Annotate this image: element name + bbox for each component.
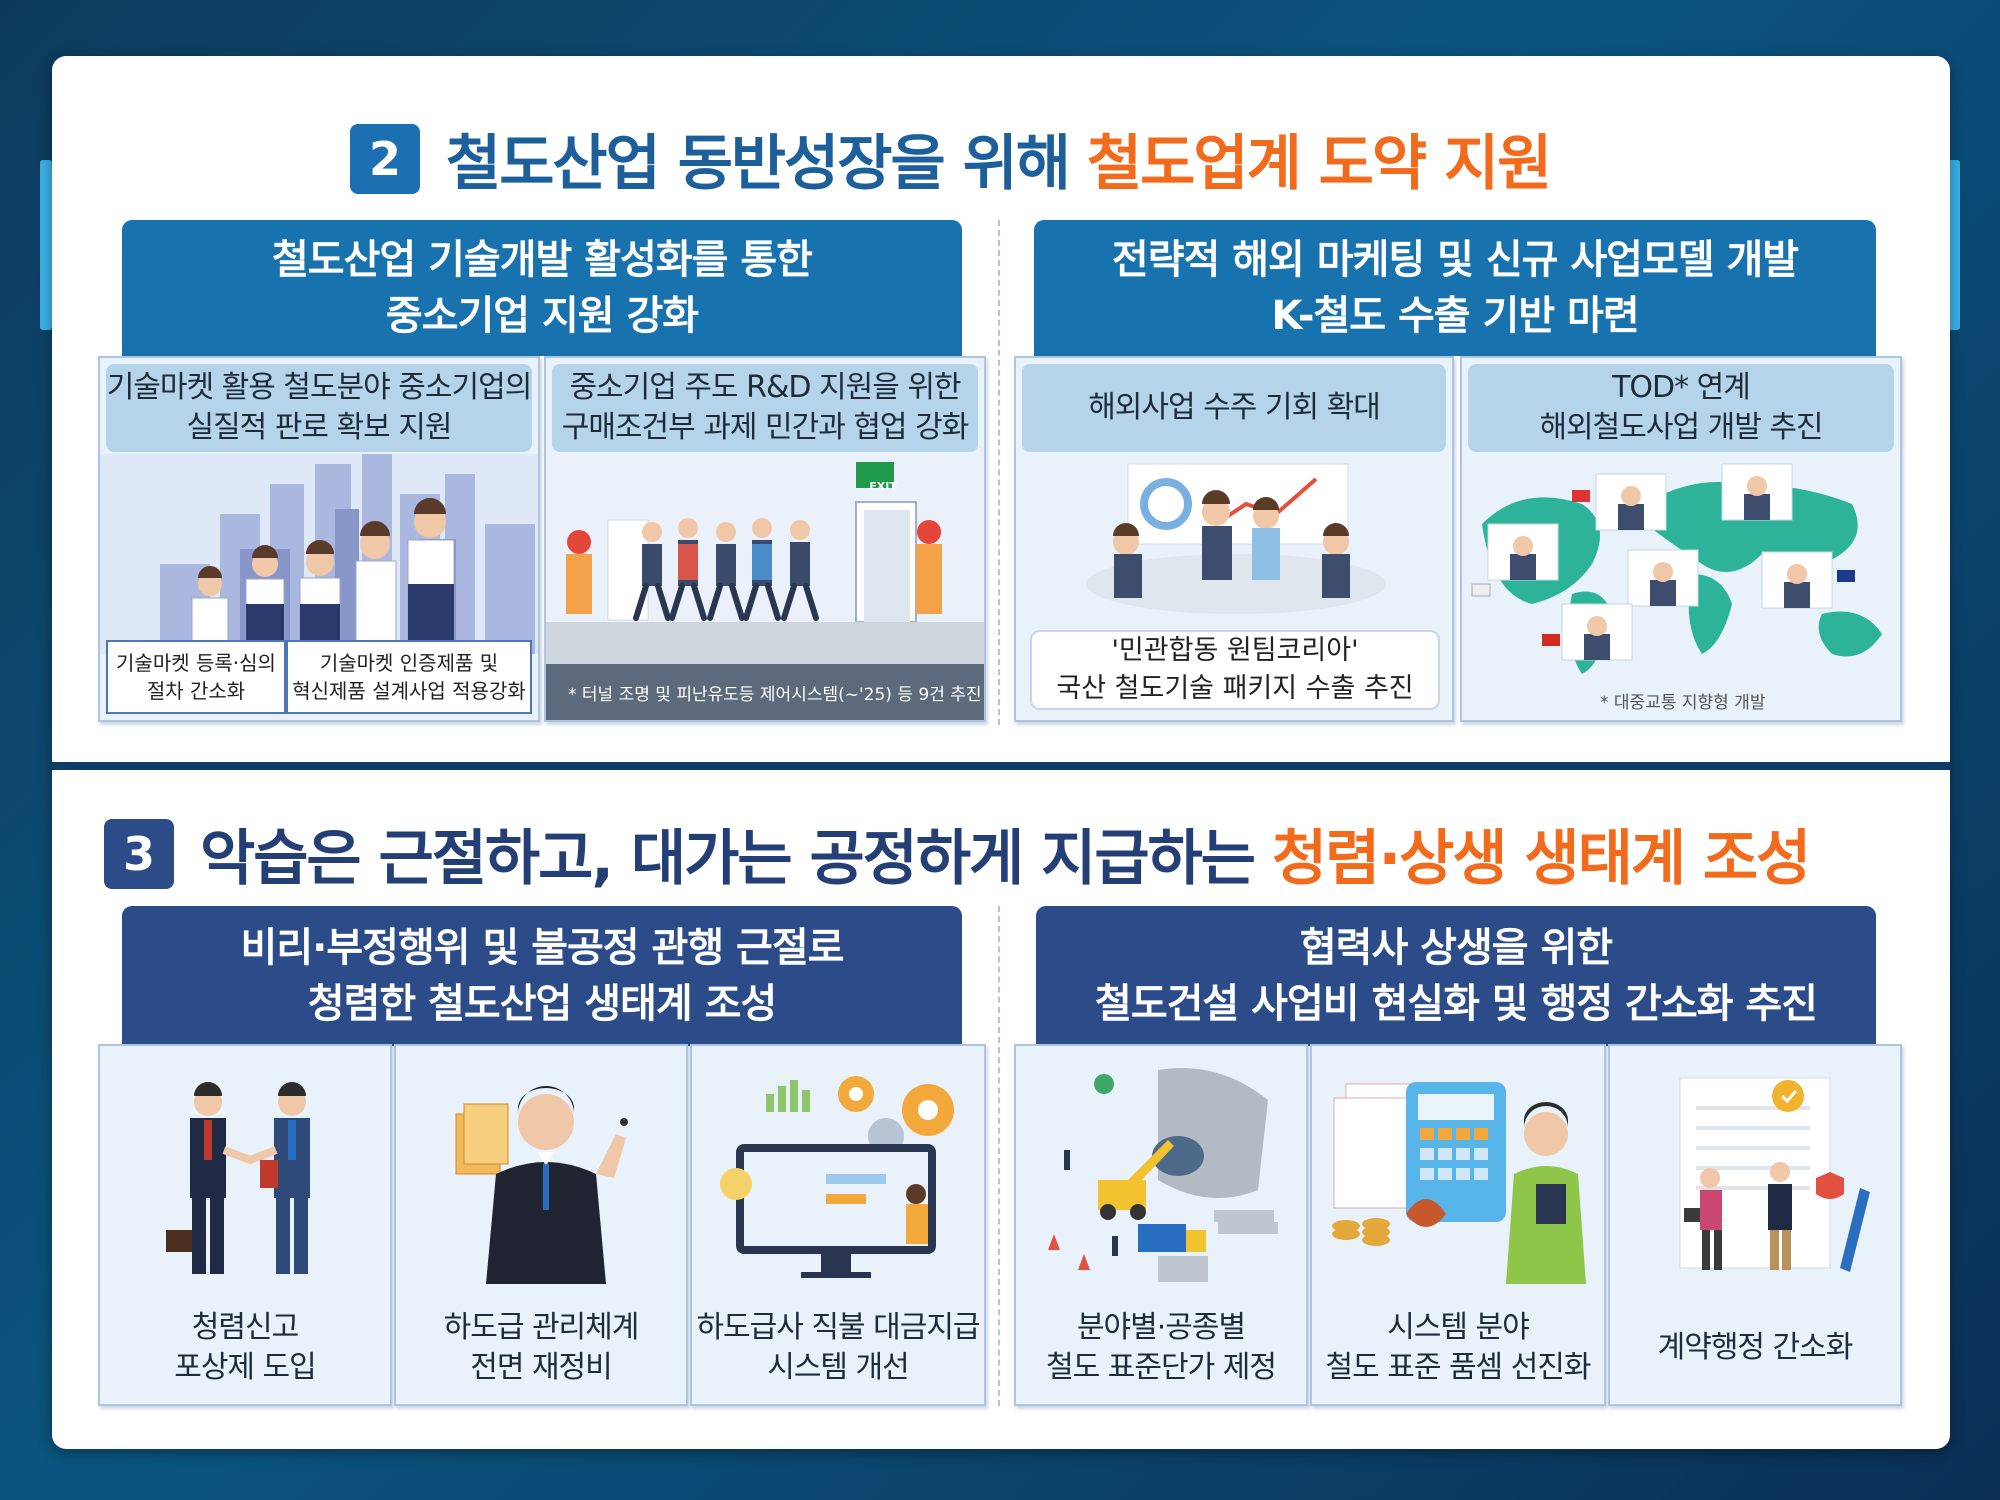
section2-title-highlight: 철도업계 도약 지원 bbox=[1086, 129, 1552, 199]
sub-left-line1: 기술마켓 등록·심의 bbox=[116, 651, 276, 675]
section2-card-tech-market: 기술마켓 활용 철도분야 중소기업의 실질적 판로 확보 지원 기술마켓 등록·… bbox=[98, 356, 540, 722]
contract-document-icon bbox=[1679, 1077, 1870, 1272]
businessman-idea-icon bbox=[455, 1086, 628, 1284]
section3-card-direct-payment: 하도급사 직불 대금지급 시스템 개선 bbox=[690, 1044, 986, 1406]
caption-line2: 구매조건부 과제 민간과 협업 강화 bbox=[561, 410, 970, 445]
right-edge-decoration bbox=[1948, 160, 1960, 330]
section2-right-header-line2: K-철도 수출 기반 마련 bbox=[1271, 293, 1639, 339]
section2-card-tod: TOD* 연계 해외철도사업 개발 추진 * 대중교통 지향형 개발 bbox=[1460, 356, 1902, 722]
sub-box-certified-products: 기술마켓 인증제품 및 혁신제품 설계사업 적용강화 bbox=[286, 640, 532, 714]
caption-line1: TOD* 연계 bbox=[1612, 370, 1751, 405]
section2-title: 2 철도산업 동반성장을 위해 철도업계 도약 지원 bbox=[350, 115, 1552, 202]
label-line1: 청렴신고 bbox=[191, 1310, 299, 1345]
section2-left-header-line2: 중소기업 지원 강화 bbox=[385, 293, 699, 339]
section3-card-standard-estimate: 시스템 분야 철도 표준 품셈 선진화 bbox=[1310, 1044, 1606, 1406]
section3-title: 3 악습은 근절하고, 대가는 공정하게 지급하는 청렴·상생 생태계 조성 bbox=[104, 810, 1811, 897]
rnd-note: * 터널 조명 및 피난유도등 제어시스템(~'25) 등 9건 추진 bbox=[568, 685, 982, 705]
card-label: 시스템 분야 철도 표준 품셈 선진화 bbox=[1312, 1308, 1604, 1388]
handshake-icon bbox=[166, 1082, 310, 1274]
section3-right-header-line1: 협력사 상생을 위한 bbox=[1299, 925, 1613, 971]
section2-left-header: 철도산업 기술개발 활성화를 통한 중소기업 지원 강화 bbox=[122, 220, 962, 356]
sub-right-line1: 기술마켓 인증제품 및 bbox=[319, 651, 499, 675]
caption-line1: 중소기업 주도 R&D 지원을 위한 bbox=[569, 370, 961, 405]
section3-card-integrity-report: 청렴신고 포상제 도입 bbox=[98, 1044, 392, 1406]
card-caption: 중소기업 주도 R&D 지원을 위한 구매조건부 과제 민간과 협업 강화 bbox=[552, 364, 978, 452]
section2-card-overseas-orders: 해외사업 수주 기회 확대 '민관합동 원팀코리아' 국산 철도기술 패키지 수… bbox=[1014, 356, 1454, 722]
section2-left-header-line1: 철도산업 기술개발 활성화를 통한 bbox=[272, 237, 813, 283]
section3-title-main: 악습은 근절하고, 대가는 공정하게 지급하는 bbox=[200, 824, 1256, 894]
card-caption: TOD* 연계 해외철도사업 개발 추진 bbox=[1468, 364, 1894, 452]
label-line1: 계약행정 간소화 bbox=[1657, 1330, 1854, 1365]
label-line2: 시스템 개선 bbox=[767, 1350, 910, 1385]
section2-number-badge: 2 bbox=[350, 123, 420, 194]
sub-right-line2: 혁신제품 설계사업 적용강화 bbox=[292, 679, 526, 703]
evacuation-exit-icon bbox=[546, 454, 984, 664]
section2-card-rnd: 중소기업 주도 R&D 지원을 위한 구매조건부 과제 민간과 협업 강화 EX… bbox=[544, 356, 986, 722]
card-label: 하도급사 직불 대금지급 시스템 개선 bbox=[692, 1308, 984, 1388]
section3-right-header-line2: 철도건설 사업비 현실화 및 행정 간소화 추진 bbox=[1095, 981, 1818, 1027]
section3-left-header-line1: 비리·부정행위 및 불공정 관행 근절로 bbox=[240, 925, 845, 971]
label-line2: 포상제 도입 bbox=[174, 1350, 317, 1385]
city-business-people-icon bbox=[100, 454, 538, 654]
section2-right-header-line1: 전략적 해외 마케팅 및 신규 사업모델 개발 bbox=[1111, 237, 1799, 283]
exit-sign-label: EXIT bbox=[869, 480, 897, 493]
caption-line1: 기술마켓 활용 철도분야 중소기업의 bbox=[106, 370, 533, 405]
label-line2: 전면 재정비 bbox=[470, 1350, 613, 1385]
caption-line1: 해외사업 수주 기회 확대 bbox=[1088, 390, 1381, 425]
card-caption: 기술마켓 활용 철도분야 중소기업의 실질적 판로 확보 지원 bbox=[106, 364, 532, 452]
sub-left-line2: 절차 간소화 bbox=[146, 679, 246, 703]
card-label: 계약행정 간소화 bbox=[1610, 1328, 1900, 1368]
section3-left-header: 비리·부정행위 및 불공정 관행 근절로 청렴한 철도산업 생태계 조성 bbox=[122, 906, 962, 1046]
section3-card-contract-simplification: 계약행정 간소화 bbox=[1608, 1044, 1902, 1406]
label-line1: 하도급 관리체계 bbox=[443, 1310, 640, 1345]
card-label: 분야별·공종별 철도 표준단가 제정 bbox=[1016, 1308, 1306, 1388]
label-line2: 철도 표준단가 제정 bbox=[1046, 1350, 1277, 1385]
computer-gears-icon bbox=[720, 1076, 954, 1278]
caption-line2: 해외철도사업 개발 추진 bbox=[1539, 410, 1823, 445]
caption-line2: 실질적 판로 확보 지원 bbox=[186, 410, 452, 445]
section3-title-highlight: 청렴·상생 생태계 조성 bbox=[1271, 824, 1811, 894]
section3-number-badge: 3 bbox=[104, 818, 174, 889]
section3-left-header-line2: 청렴한 철도산업 생태계 조성 bbox=[307, 981, 777, 1027]
business-meeting-icon bbox=[1016, 454, 1452, 634]
calculator-money-icon bbox=[1332, 1082, 1586, 1284]
sub-box-registration: 기술마켓 등록·심의 절차 간소화 bbox=[106, 640, 286, 714]
section3-card-subcontract-system: 하도급 관리체계 전면 재정비 bbox=[394, 1044, 688, 1406]
section-divider bbox=[52, 762, 1950, 770]
card-label: 하도급 관리체계 전면 재정비 bbox=[396, 1308, 686, 1388]
label-line1: 시스템 분야 bbox=[1387, 1310, 1530, 1345]
section3-right-header: 협력사 상생을 위한 철도건설 사업비 현실화 및 행정 간소화 추진 bbox=[1036, 906, 1876, 1046]
left-edge-decoration bbox=[40, 160, 52, 330]
label-line1: 하도급사 직불 대금지급 bbox=[696, 1310, 980, 1345]
card-label: 청렴신고 포상제 도입 bbox=[100, 1308, 390, 1388]
label-line2: 철도 표준 품셈 선진화 bbox=[1325, 1350, 1591, 1385]
tod-note: * 대중교통 지향형 개발 bbox=[1600, 693, 1766, 713]
section2-title-main: 철도산업 동반성장을 위해 bbox=[446, 129, 1071, 199]
card-caption: 해외사업 수주 기회 확대 bbox=[1022, 364, 1446, 452]
section2-right-header: 전략적 해외 마케팅 및 신규 사업모델 개발 K-철도 수출 기반 마련 bbox=[1034, 220, 1876, 356]
section2-center-divider bbox=[998, 220, 1000, 725]
rnd-note-bar bbox=[546, 664, 984, 720]
world-map-icon bbox=[1462, 454, 1900, 684]
construction-site-icon bbox=[1048, 1068, 1278, 1282]
section3-card-standard-unit-price: 분야별·공종별 철도 표준단가 제정 bbox=[1014, 1044, 1308, 1406]
box-line1: '민관합동 원팀코리아' bbox=[1111, 635, 1359, 666]
section3-center-divider bbox=[998, 906, 1000, 1406]
one-team-korea-box: '민관합동 원팀코리아' 국산 철도기술 패키지 수출 추진 bbox=[1030, 630, 1440, 710]
label-line1: 분야별·공종별 bbox=[1076, 1310, 1246, 1345]
box-line2: 국산 철도기술 패키지 수출 추진 bbox=[1056, 673, 1414, 704]
